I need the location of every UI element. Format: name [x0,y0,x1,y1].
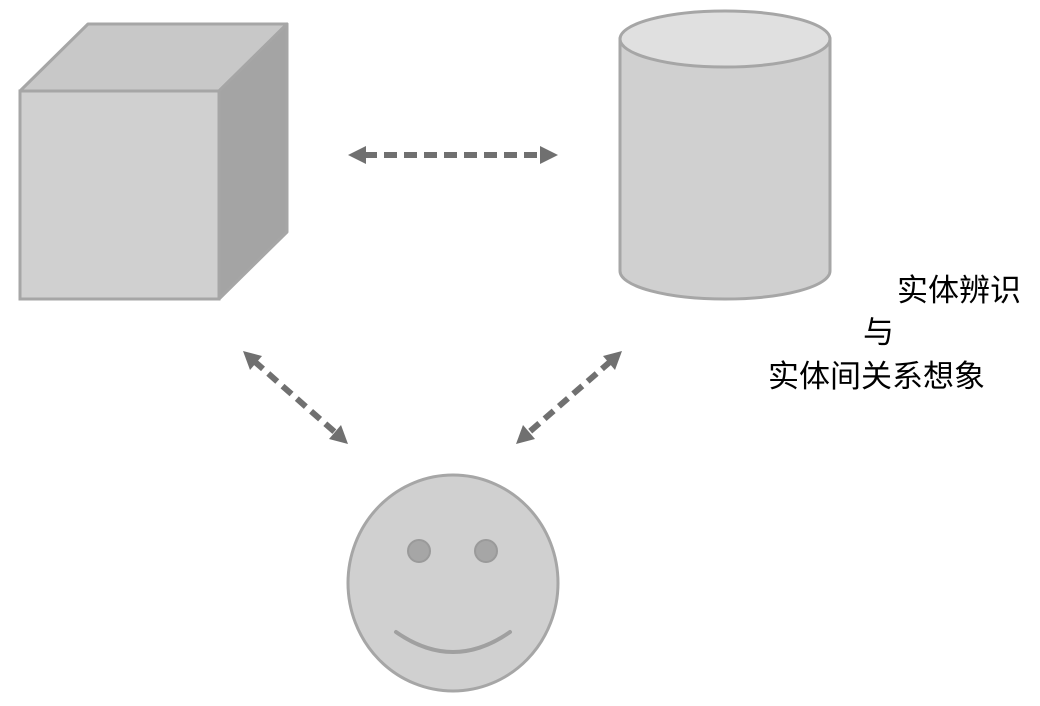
right-eye [474,539,498,563]
caption-line-2: 与 [863,315,894,351]
arrow-line [525,358,613,437]
arrow-head-left [348,146,366,164]
caption-line-3: 实体间关系想象 [768,359,985,395]
arrow-cylinder-face [516,351,622,444]
cylinder-body [618,37,832,301]
arrow-head-bottom [516,425,535,444]
smile [394,630,512,654]
arrow-cube-face [243,351,348,444]
caption-line-1: 实体辨识 [897,273,1021,309]
face-circle [346,473,560,693]
arrow-cube-cylinder [348,146,558,164]
cylinder-icon [618,9,832,301]
cube-icon [18,22,289,301]
arrow-head-right [540,146,558,164]
smiley-face-icon [346,473,560,693]
left-eye [407,539,431,563]
arrow-line [252,358,339,437]
arrow-head-bottom [329,425,348,444]
arrow-head-top [243,351,262,370]
cube-front-face [18,89,221,301]
cylinder-top [618,9,832,69]
arrow-head-top [603,351,622,370]
